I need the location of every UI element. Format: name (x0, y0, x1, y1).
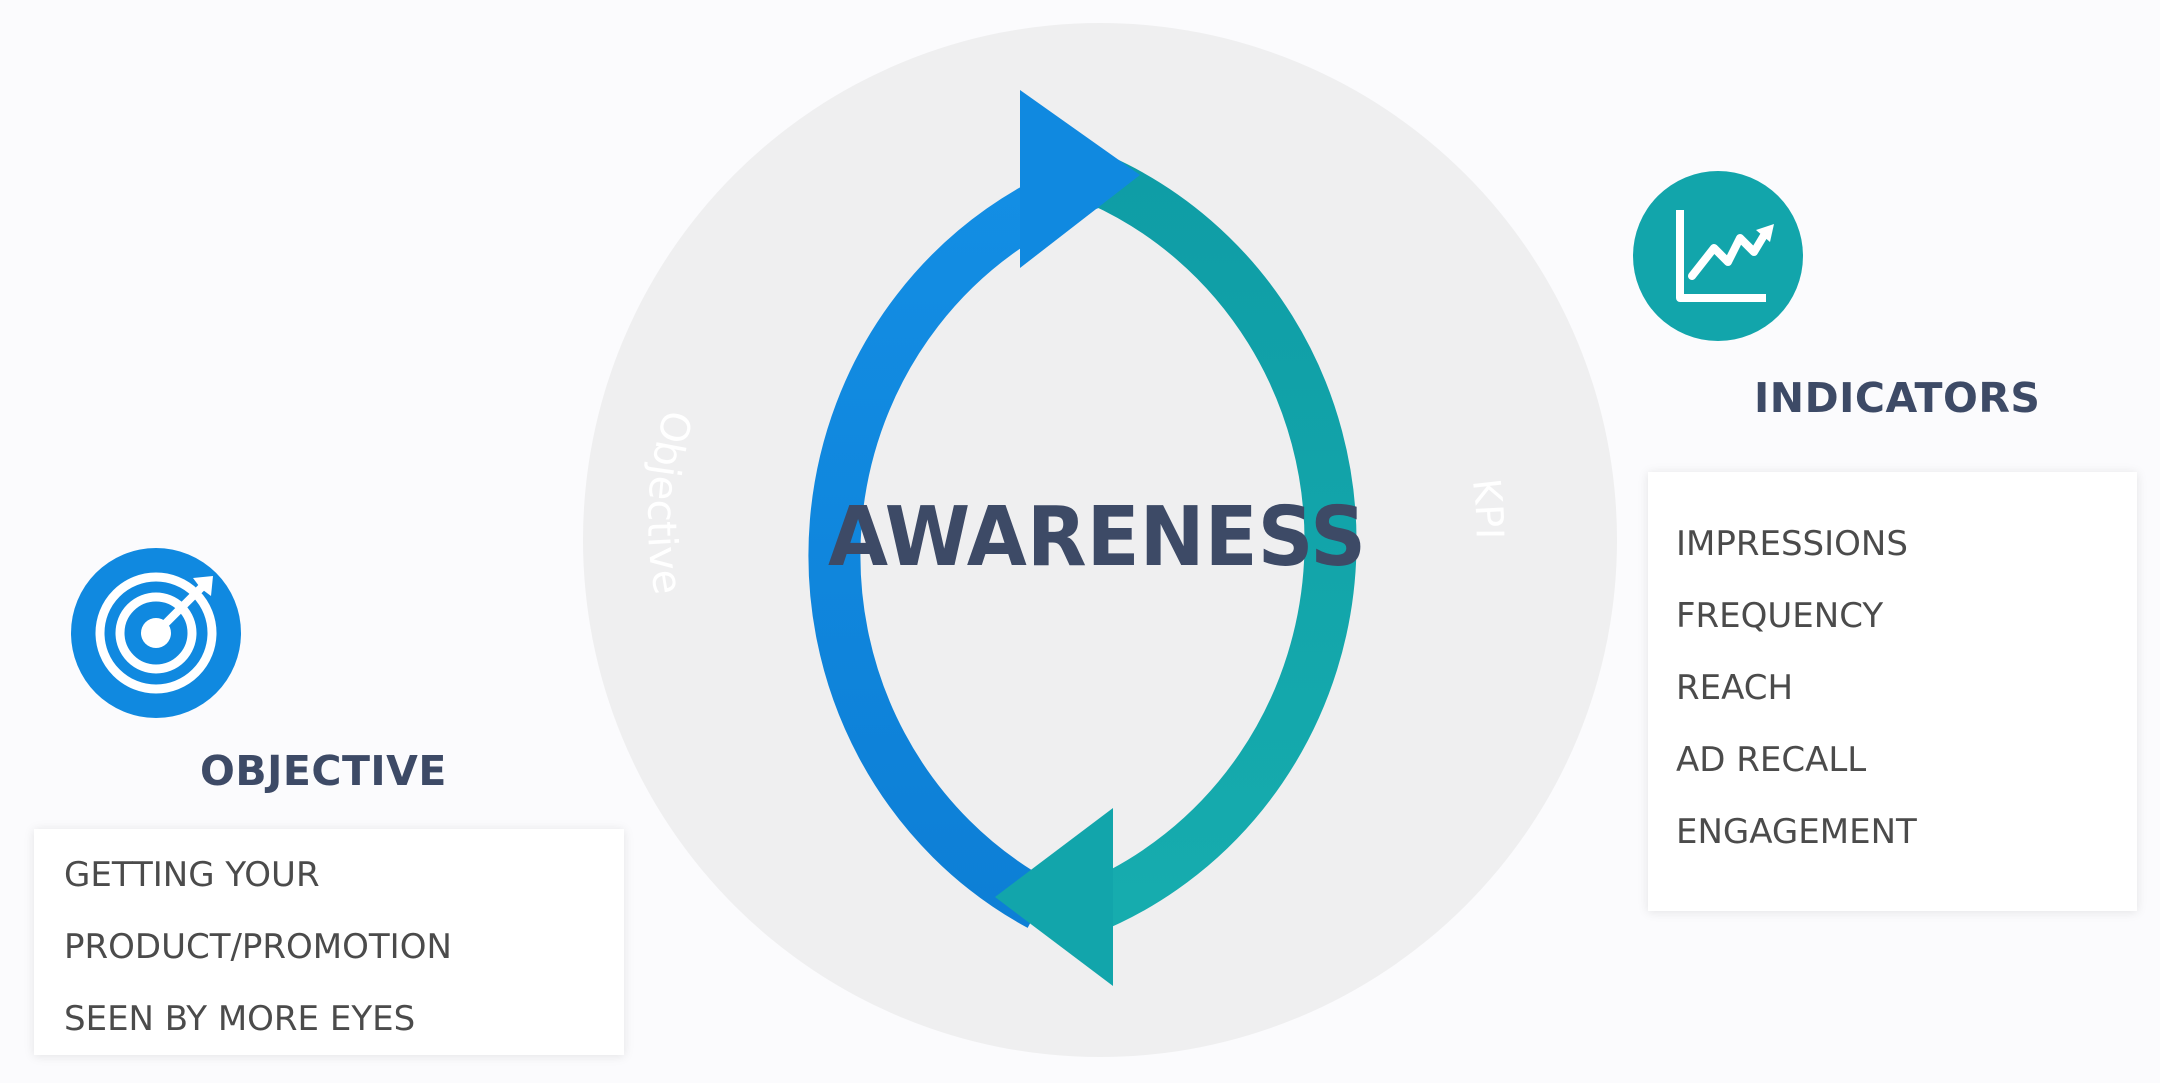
indicators-card: IMPRESSIONS FREQUENCY REACH AD RECALL EN… (1648, 472, 2137, 911)
target-icon (71, 548, 241, 718)
objective-line: GETTING YOUR (64, 855, 320, 895)
objective-card: GETTING YOUR PRODUCT/PROMOTION SEEN BY M… (34, 829, 624, 1055)
indicator-item: IMPRESSIONS (1676, 524, 1908, 564)
kpi-arc (1075, 156, 1357, 935)
line-chart-icon (1633, 171, 1803, 341)
indicators-heading: INDICATORS (1754, 374, 2041, 422)
indicator-item: FREQUENCY (1676, 596, 1884, 636)
objective-heading: OBJECTIVE (200, 747, 447, 795)
bottom-arrow-head (995, 808, 1113, 986)
indicator-item: ENGAGEMENT (1676, 812, 1917, 852)
backdrop-circle (583, 23, 1617, 1057)
top-arrow-head (1020, 90, 1140, 268)
indicator-item: REACH (1676, 668, 1794, 708)
center-title: AWARENESS (828, 490, 1366, 585)
ring-label-kpi: KPI (1464, 476, 1512, 539)
objective-arc (808, 155, 1109, 928)
indicator-item: AD RECALL (1676, 740, 1867, 780)
objective-line: SEEN BY MORE EYES (64, 999, 416, 1039)
objective-line: PRODUCT/PROMOTION (64, 927, 452, 967)
